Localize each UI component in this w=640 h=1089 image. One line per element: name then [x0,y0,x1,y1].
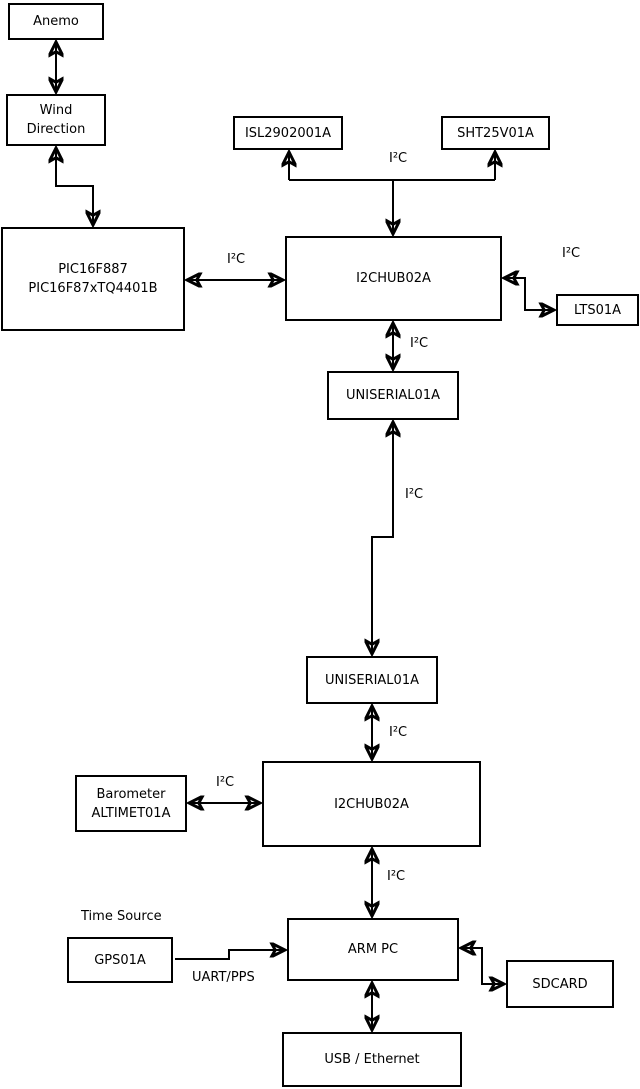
node-i2chub02a-2: I2CHUB02A [262,761,481,847]
edge-wind-direction-pic [56,148,93,225]
node-pic16f887: PIC16F887 PIC16F87xTQ4401B [1,227,185,331]
node-arm-pc-label: ARM PC [347,942,399,957]
node-arm-pc: ARM PC [287,918,459,981]
edge-armpc-sdcard [461,948,504,984]
node-uniserial01a-1: UNISERIAL01A [327,371,459,420]
node-barometer-label-line1: Barometer [96,786,166,802]
edge-label-uart-pps: UART/PPS [192,970,255,985]
edge-gps-armpc [175,950,285,960]
node-wind-direction-label-line2: Direction [26,122,86,137]
edge-uniserial1-uniserial2 [372,422,393,654]
edge-label-i2c-barometer-hub2: I²C [216,775,235,790]
node-lts01a-label: LTS01A [573,302,622,318]
edge-label-time-source: Time Source [81,909,162,924]
node-i2chub02a-2-label: I2CHUB02A [334,796,409,812]
edge-label-i2c-hub1-lts: I²C [562,246,581,261]
node-sdcard: SDCARD [506,960,614,1008]
node-usb-ethernet-label: USB / Ethernet [324,1052,420,1067]
node-uniserial01a-2-label: UNISERIAL01A [325,672,419,688]
node-wind-direction-label-line1: Wind [39,103,73,118]
node-barometer-label-line2: ALTIMET01A [91,805,171,821]
node-pic16f887-label-line1: PIC16F887 [58,262,128,277]
node-isl2902001a-label: ISL2902001A [244,125,332,141]
node-pic16f887-label-line2: PIC16F87xTQ4401B [28,281,158,296]
node-barometer-altimet01a: Barometer ALTIMET01A [75,775,187,832]
node-sht25v01a: SHT25V01A [441,116,550,150]
edge-label-i2c-hub2-armpc: I²C [387,869,406,884]
node-uniserial01a-2: UNISERIAL01A [306,656,438,704]
node-isl2902001a: ISL2902001A [233,116,343,150]
edge-label-i2c-pic-hub1: I²C [227,252,246,267]
node-anemo-label: Anemo [33,14,79,29]
node-gps01a: GPS01A [67,937,173,983]
edge-label-i2c-uniserial2-hub2: I²C [389,725,408,740]
node-anemo: Anemo [8,3,104,40]
node-gps01a-label: GPS01A [94,952,146,968]
edge-label-i2c-isl-sht: I²C [389,151,408,166]
node-wind-direction: Wind Direction [6,94,106,146]
edge-i2chub1-lts [504,278,554,310]
edge-label-i2c-hub1-uniserial1: I²C [410,336,429,351]
node-lts01a: LTS01A [556,294,639,326]
edge-label-i2c-uniserial-link: I²C [405,487,424,502]
node-i2chub02a-1: I2CHUB02A [285,236,502,321]
node-sdcard-label: SDCARD [532,976,588,992]
node-usb-ethernet: USB / Ethernet [282,1032,462,1087]
node-i2chub02a-1-label: I2CHUB02A [356,271,431,286]
node-sht25v01a-label: SHT25V01A [457,125,534,141]
node-uniserial01a-1-label: UNISERIAL01A [346,388,440,403]
